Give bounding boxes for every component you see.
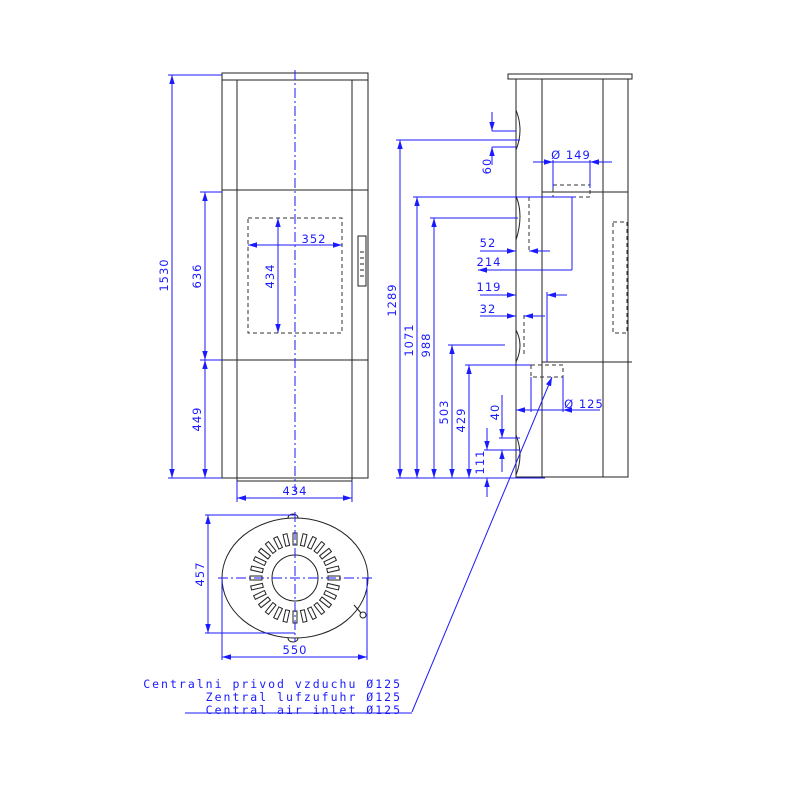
vent-slot (250, 582, 264, 591)
vent-slot (264, 601, 277, 616)
profile-curves (515, 109, 521, 476)
dim-window-height: 434 (263, 264, 277, 289)
door-handle (357, 235, 367, 287)
side-top-plate (507, 73, 633, 80)
note-line-cz: Centralni privod vzduchu Ø125 (143, 677, 402, 691)
dim-height-total: 1530 (157, 258, 171, 291)
vent-slot (250, 565, 264, 574)
side-view: 1289 1071 988 503 429 60 40 111 52 214 1… (185, 73, 633, 714)
front-view: 1530 636 449 434 352 434 (157, 70, 369, 502)
vent-slot (282, 609, 291, 623)
vent-slot (257, 547, 272, 560)
hinge-marks (287, 513, 299, 643)
dim-988: 988 (419, 333, 433, 358)
vent-slot (273, 606, 284, 621)
vent-slot (282, 533, 291, 547)
air-inlet-note: Centralni privod vzduchu Ø125 Zentral lu… (143, 677, 402, 717)
dim-52: 52 (480, 236, 497, 250)
dim-flue-diameter: Ø 149 (551, 148, 591, 162)
dim-429: 429 (454, 408, 468, 433)
dim-inlet-diameter: Ø 125 (564, 397, 604, 411)
vent-slot (306, 535, 317, 550)
dim-111: 111 (473, 450, 487, 475)
vent-slot (326, 565, 340, 574)
vent-slot (323, 556, 338, 567)
vent-slot (273, 535, 284, 550)
dim-height-door: 636 (190, 264, 204, 289)
dim-503: 503 (437, 400, 451, 425)
side-body-outline (515, 78, 629, 478)
vent-slot (313, 601, 326, 616)
flue-outlet (552, 184, 591, 198)
dim-top-width: 550 (283, 643, 308, 657)
vent-slot (257, 596, 272, 609)
vent-slot (299, 533, 308, 547)
dim-32: 32 (480, 302, 497, 316)
dim-214: 214 (477, 255, 502, 269)
vent-slot (264, 540, 277, 555)
vent-slot (252, 589, 267, 600)
dim-1289: 1289 (385, 283, 399, 316)
vent-slot (318, 547, 333, 560)
inlet-leader-line (411, 376, 553, 713)
dim-40: 40 (488, 404, 502, 421)
vent-slot (323, 589, 338, 600)
dim-1071: 1071 (402, 323, 416, 356)
dim-119: 119 (477, 280, 502, 294)
vent-slot (252, 556, 267, 567)
dim-depth: 457 (193, 562, 207, 587)
vent-slot (318, 596, 333, 609)
vent-slot (306, 606, 317, 621)
vent-slot (313, 540, 326, 555)
note-line-de: Zentral lufzufuhr Ø125 (206, 690, 402, 704)
door-window (247, 217, 343, 334)
air-inlet (530, 364, 564, 378)
handle-knob (359, 611, 367, 619)
dim-window-width: 352 (302, 232, 327, 246)
note-line-en: Central air inlet Ø125 (206, 703, 402, 717)
vent-slot (326, 582, 340, 591)
dim-width: 434 (283, 484, 308, 498)
dim-60: 60 (480, 158, 494, 175)
top-view: 457 550 (193, 512, 372, 660)
vent-slot (299, 609, 308, 623)
dim-height-base: 449 (190, 407, 204, 432)
side-glass (612, 221, 628, 334)
